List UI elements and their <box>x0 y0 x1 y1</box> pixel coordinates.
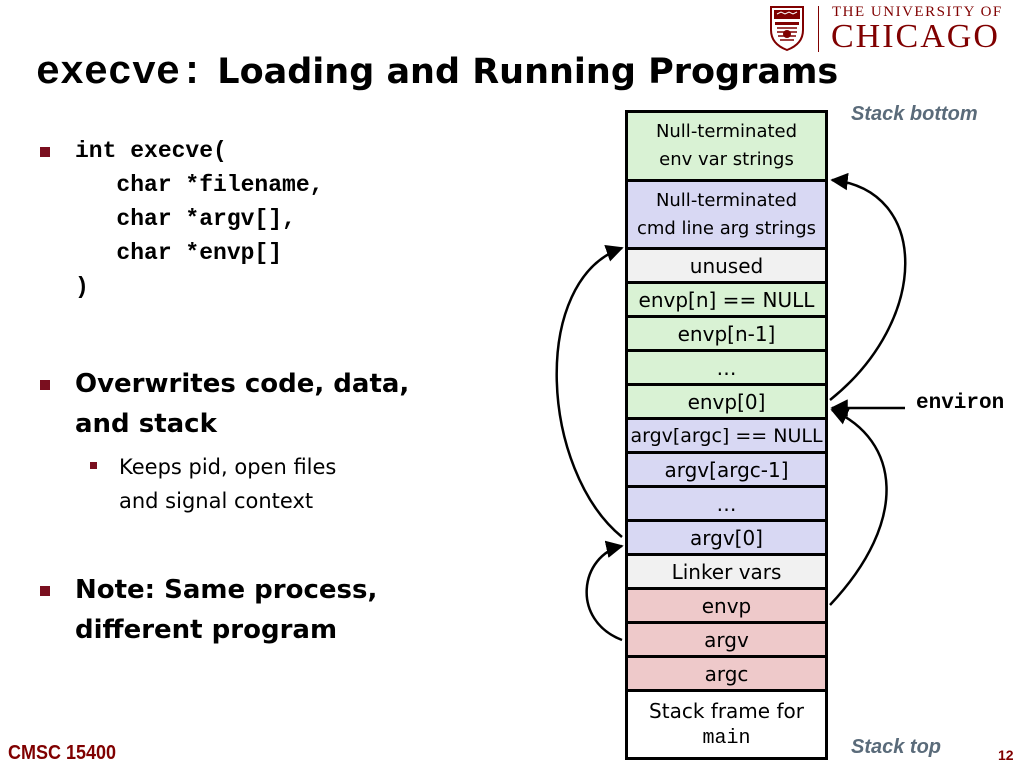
stack-cell-text: argv[0] <box>690 525 763 550</box>
stack-cell-text: argv[argc-1] <box>664 457 789 482</box>
stack-top-label: Stack top <box>851 736 942 758</box>
logo-divider <box>818 6 819 52</box>
stack-cell: argv[argc] == NULL <box>628 417 825 451</box>
stack-bottom-label: Stack bottom <box>851 103 978 125</box>
stack-cell: envp <box>628 587 825 621</box>
stack-cell: Null-terminated cmd line arg strings <box>628 179 825 247</box>
logo-university-of: THE UNIVERSITY OF <box>832 4 1003 20</box>
stack-cell-text: argv[argc] == NULL <box>630 424 823 447</box>
slide-title: execve: Loading and Running Programs <box>36 48 838 96</box>
stack-cell: argv[0] <box>628 519 825 553</box>
title-text: Loading and Running Programs <box>217 52 839 92</box>
stack-cell: envp[n-1] <box>628 315 825 349</box>
stack-cell-text: Null-terminated <box>655 121 798 142</box>
stack-cell: Linker vars <box>628 553 825 587</box>
course-footer: CMSC 15400 <box>8 742 117 764</box>
stack-cell: argv <box>628 621 825 655</box>
bullet-marker <box>40 147 50 157</box>
stack-cell-text: Linker vars <box>671 559 782 584</box>
stack-cell-text: envp[n-1] <box>677 321 776 346</box>
stack-cell: Stack frame for main <box>628 689 825 760</box>
stack-cell: envp[n] == NULL <box>628 281 825 315</box>
stack-cell-text: Null-terminated <box>655 189 798 211</box>
stack-cell-text: … <box>716 491 737 516</box>
bullet-note: Note: Same process, different program <box>75 575 378 645</box>
stack-cell-text: argv <box>704 627 749 652</box>
stack-cell: envp[0] <box>628 383 825 417</box>
envp-to-envp0-arrow <box>829 408 888 606</box>
argv-to-argv0-arrow <box>585 540 624 642</box>
stack-cell-text: cmd line arg strings <box>636 217 817 239</box>
stack-cell-text: envp <box>701 593 752 618</box>
stack-cell: … <box>628 349 825 383</box>
envp0-to-env-strings-arrow <box>829 172 907 401</box>
university-shield-icon <box>770 6 804 52</box>
stack-cell: argc <box>628 655 825 689</box>
argv0-to-arg-strings-arrow <box>555 244 624 538</box>
execve-signature: int execve( char *filename, char *argv[]… <box>75 138 324 300</box>
stack-cell-text: argc <box>704 661 749 686</box>
stack-cell-text: main <box>702 726 751 750</box>
stack-cell-text: Stack frame for <box>649 698 804 723</box>
bullet-marker <box>40 586 50 596</box>
stack-cell-text: envp[n] == NULL <box>638 287 815 312</box>
stack-cell: … <box>628 485 825 519</box>
stack-cell-text: … <box>716 355 737 380</box>
stack-cell: unused <box>628 247 825 281</box>
logo-chicago: CHICAGO <box>831 18 1000 55</box>
bullet-marker <box>40 380 50 390</box>
stack-cell-text: unused <box>689 253 764 278</box>
sub-bullet-keeps: Keeps pid, open files and signal context <box>119 455 337 513</box>
stack-cell: argv[argc-1] <box>628 451 825 485</box>
bullet-overwrites: Overwrites code, data, and stack <box>75 369 410 439</box>
environ-label: environ <box>916 392 1005 415</box>
page-number: 12 <box>998 747 1014 763</box>
stack-cell-text: env var strings <box>659 149 794 170</box>
stack-cell-text: envp[0] <box>687 389 766 414</box>
university-logo: THE UNIVERSITY OF CHICAGO <box>768 2 1024 56</box>
title-code: execve: <box>36 51 205 96</box>
stack-cell: Null-terminated env var strings <box>628 110 825 179</box>
sub-bullet-marker <box>90 462 97 469</box>
